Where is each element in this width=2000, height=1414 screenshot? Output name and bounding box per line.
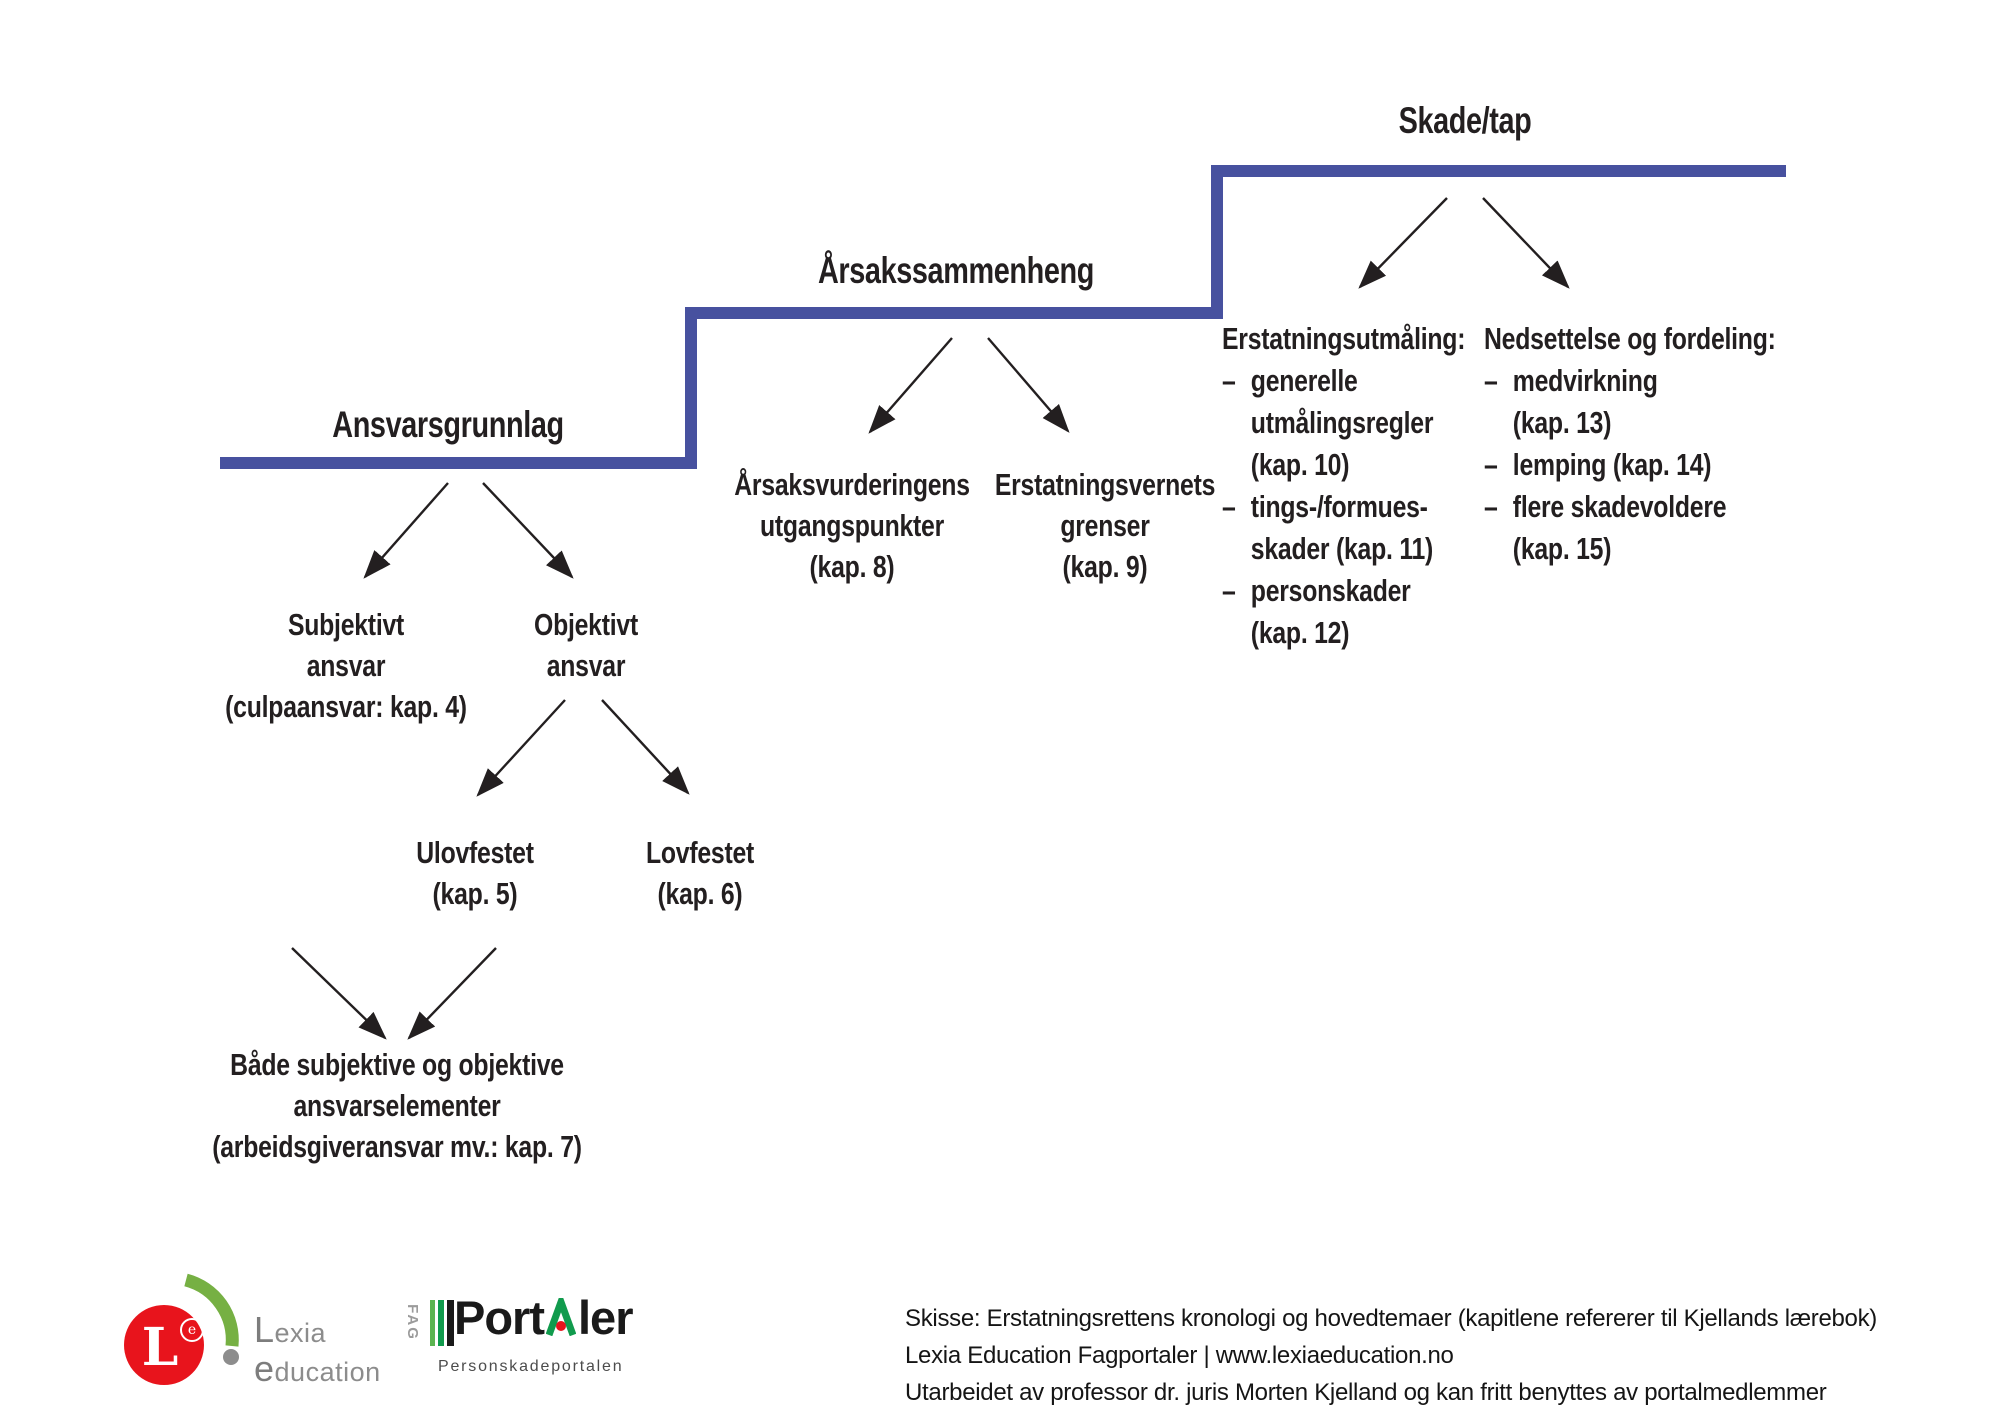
- lexia-monogram: L: [141, 1316, 179, 1378]
- list-item-line: utmålingsregler: [1250, 405, 1434, 440]
- portaler-logo: FAG Port ler Personskadeportalen: [400, 1288, 680, 1398]
- staircase-line: [220, 165, 1786, 469]
- node-subjektivt-ansvar: Subjektivt ansvar (culpaansvar: kap. 4): [106, 604, 586, 727]
- lexia-monogram-e: e: [180, 1318, 204, 1342]
- portaler-fag-label: FAG: [403, 1304, 421, 1341]
- node-line: (kap. 6): [657, 876, 743, 911]
- portaler-word-start: Port: [454, 1291, 545, 1344]
- step-title-aarsakssammenheng: Årsakssammenheng: [817, 250, 1095, 291]
- node-line: ansvar: [306, 648, 386, 683]
- list-item: –personskader: [1222, 570, 1558, 612]
- node-line: Årsaksvurderingens: [734, 467, 970, 502]
- list-dash: –: [1484, 489, 1498, 524]
- list-dash: –: [1222, 363, 1236, 398]
- list-item-line: skader (kap. 11): [1250, 531, 1434, 566]
- arrow-skade-nedsettelse: [1482, 197, 1570, 289]
- node-line: (kap. 9): [1062, 549, 1148, 584]
- list-item-line: personskader: [1250, 573, 1411, 608]
- list-item: –tings-/formues-: [1222, 486, 1558, 528]
- credits-line-2: Lexia Education Fagportaler | www.lexiae…: [905, 1342, 1454, 1369]
- list-item-line: lemping (kap. 14): [1512, 447, 1712, 482]
- list-item-line: (kap. 13): [1512, 405, 1612, 440]
- arrow-objektivt-lovfestet: [601, 699, 690, 795]
- list-dash: –: [1222, 489, 1236, 524]
- node-line: Lovfestet: [645, 835, 755, 870]
- portaler-tent-icon: [546, 1298, 576, 1336]
- lexia-wordmark-line2: education: [254, 1348, 381, 1389]
- list-title: Nedsettelse og fordeling:: [1484, 321, 1776, 356]
- list-item: –lemping (kap. 14): [1484, 444, 1820, 486]
- arrow-subjektivt-kombinert: [291, 947, 387, 1040]
- node-erstatningsvernets: Erstatningsvernets grenser (kap. 9): [865, 464, 1345, 587]
- list-nedsettelse-fordeling: Nedsettelse og fordeling: –medvirkning (…: [1484, 318, 1820, 570]
- lexia-wordmark-line1: Lexia: [254, 1309, 327, 1350]
- list-dash: –: [1484, 447, 1498, 482]
- node-line: ansvarselementer: [293, 1088, 501, 1123]
- list-item-line: (kap. 12): [1250, 615, 1350, 650]
- list-item-line: generelle: [1250, 363, 1358, 398]
- node-line: Objektivt: [534, 607, 638, 642]
- list-item-line: (kap. 15): [1512, 531, 1612, 566]
- list-item: –generelle: [1222, 360, 1558, 402]
- node-line: (culpaansvar: kap. 4): [225, 689, 467, 724]
- node-objektivt-ansvar: Objektivt ansvar: [346, 604, 826, 686]
- arrow-ansvarsgrunnlag-subjektivt: [363, 482, 449, 579]
- arrow-ulovfestet-kombinert: [407, 947, 497, 1040]
- arrow-aarsak-erstatningsvernet: [987, 337, 1070, 433]
- list-erstatningsutmaaling: Erstatningsutmåling: –generelle utmåling…: [1222, 318, 1558, 654]
- list-item: –medvirkning: [1484, 360, 1820, 402]
- node-line: Både subjektive og objektive: [230, 1047, 564, 1082]
- node-line: (arbeidsgiveransvar mv.: kap. 7): [212, 1129, 582, 1164]
- node-kombinert-ansvar: Både subjektive og objektive ansvarselem…: [157, 1044, 637, 1167]
- list-item-line: medvirkning: [1512, 363, 1658, 398]
- lexia-dot-icon: [223, 1349, 239, 1365]
- lexia-logo-mark: L e: [124, 1305, 204, 1385]
- portaler-subtitle: Personskadeportalen: [438, 1358, 624, 1375]
- node-line: Ulovfestet: [416, 835, 534, 870]
- portaler-word-end: ler: [578, 1291, 633, 1344]
- node-ulovfestet: Ulovfestet (kap. 5): [235, 832, 715, 914]
- portaler-bars-icon: [430, 1300, 454, 1346]
- credits-line-3: Utarbeidet av professor dr. juris Morten…: [905, 1379, 1827, 1406]
- arrow-objektivt-ulovfestet: [476, 699, 566, 797]
- lexia-arc-icon: [184, 1273, 239, 1365]
- list-item-line: flere skadevoldere: [1512, 489, 1727, 524]
- node-lovfestet: Lovfestet (kap. 6): [460, 832, 940, 914]
- list-dash: –: [1222, 573, 1236, 608]
- node-line: Erstatningsvernets: [994, 467, 1216, 502]
- node-line: grenser: [1060, 508, 1150, 543]
- credits: Skisse: Erstatningsrettens kronologi og …: [905, 1300, 1877, 1411]
- node-line: Subjektivt: [287, 607, 405, 642]
- node-aarsaksvurderingens: Årsaksvurderingens utgangspunkter (kap. …: [612, 464, 1092, 587]
- portaler-wordmark: Port ler: [454, 1290, 633, 1345]
- list-title: Erstatningsutmåling:: [1222, 321, 1466, 356]
- node-line: (kap. 5): [432, 876, 518, 911]
- node-line: utgangspunkter: [759, 508, 945, 543]
- list-item-line: tings-/formues-: [1250, 489, 1428, 524]
- list-item: –flere skadevoldere: [1484, 486, 1820, 528]
- arrow-aarsak-utgangspunkter: [868, 337, 953, 434]
- list-item-line: (kap. 10): [1250, 447, 1350, 482]
- node-line: (kap. 8): [809, 549, 895, 584]
- arrow-ansvarsgrunnlag-objektivt: [482, 482, 574, 579]
- step-title-ansvarsgrunnlag: Ansvarsgrunnlag: [332, 404, 564, 445]
- node-line: ansvar: [546, 648, 626, 683]
- step-title-skadetap: Skade/tap: [1398, 100, 1532, 141]
- arrow-skade-utmaaling: [1358, 197, 1448, 289]
- lexia-wordmark: Lexia education: [254, 1312, 381, 1390]
- credits-line-1: Skisse: Erstatningsrettens kronologi og …: [905, 1305, 1877, 1332]
- list-dash: –: [1484, 363, 1498, 398]
